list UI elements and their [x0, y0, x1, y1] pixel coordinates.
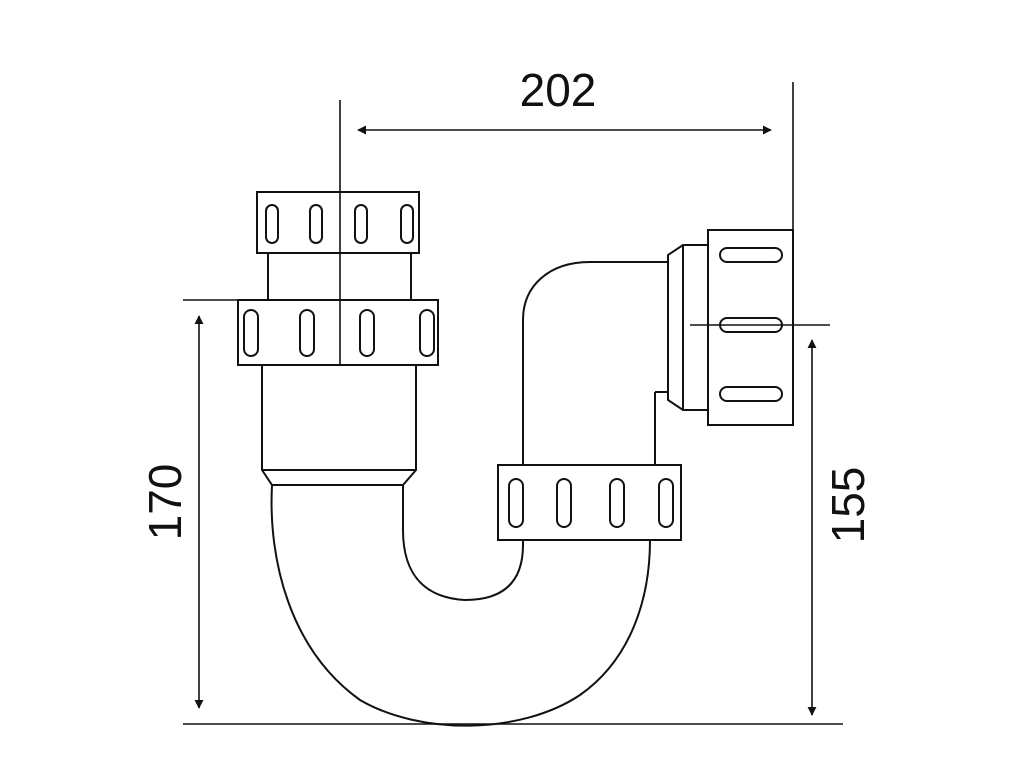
right-side-nut-slot-1 [719, 247, 783, 263]
left-lower-nut-slot-2 [299, 309, 315, 357]
left-lower-nut-slot-4 [419, 309, 435, 357]
right-side-nut-slot-3 [719, 386, 783, 402]
left-top-nut-slot-1 [265, 204, 279, 244]
left-top-nut-slot-4 [400, 204, 414, 244]
middle-nut [497, 464, 682, 541]
middle-nut-slot-2 [556, 478, 572, 528]
width-dimension-label: 202 [520, 64, 597, 116]
left-lower-nut-slot-1 [243, 309, 259, 357]
middle-nut-slot-3 [609, 478, 625, 528]
elbow-connector [667, 244, 709, 411]
middle-nut-slot-1 [508, 478, 524, 528]
left-lower-nut [237, 299, 439, 366]
right-height-dimension-label: 155 [822, 467, 874, 544]
left-top-nut-slot-3 [354, 204, 368, 244]
left-top-nut [256, 191, 420, 254]
u-bend-inner-wall [402, 485, 524, 602]
left-top-nut-slot-2 [309, 204, 323, 244]
middle-nut-slot-4 [658, 478, 674, 528]
left-riser-body [261, 364, 417, 486]
left-height-dimension-label: 170 [139, 464, 191, 541]
right-riser-elbow [522, 261, 668, 465]
u-bend-pipe [270, 484, 651, 727]
left-lower-nut-slot-3 [359, 309, 375, 357]
